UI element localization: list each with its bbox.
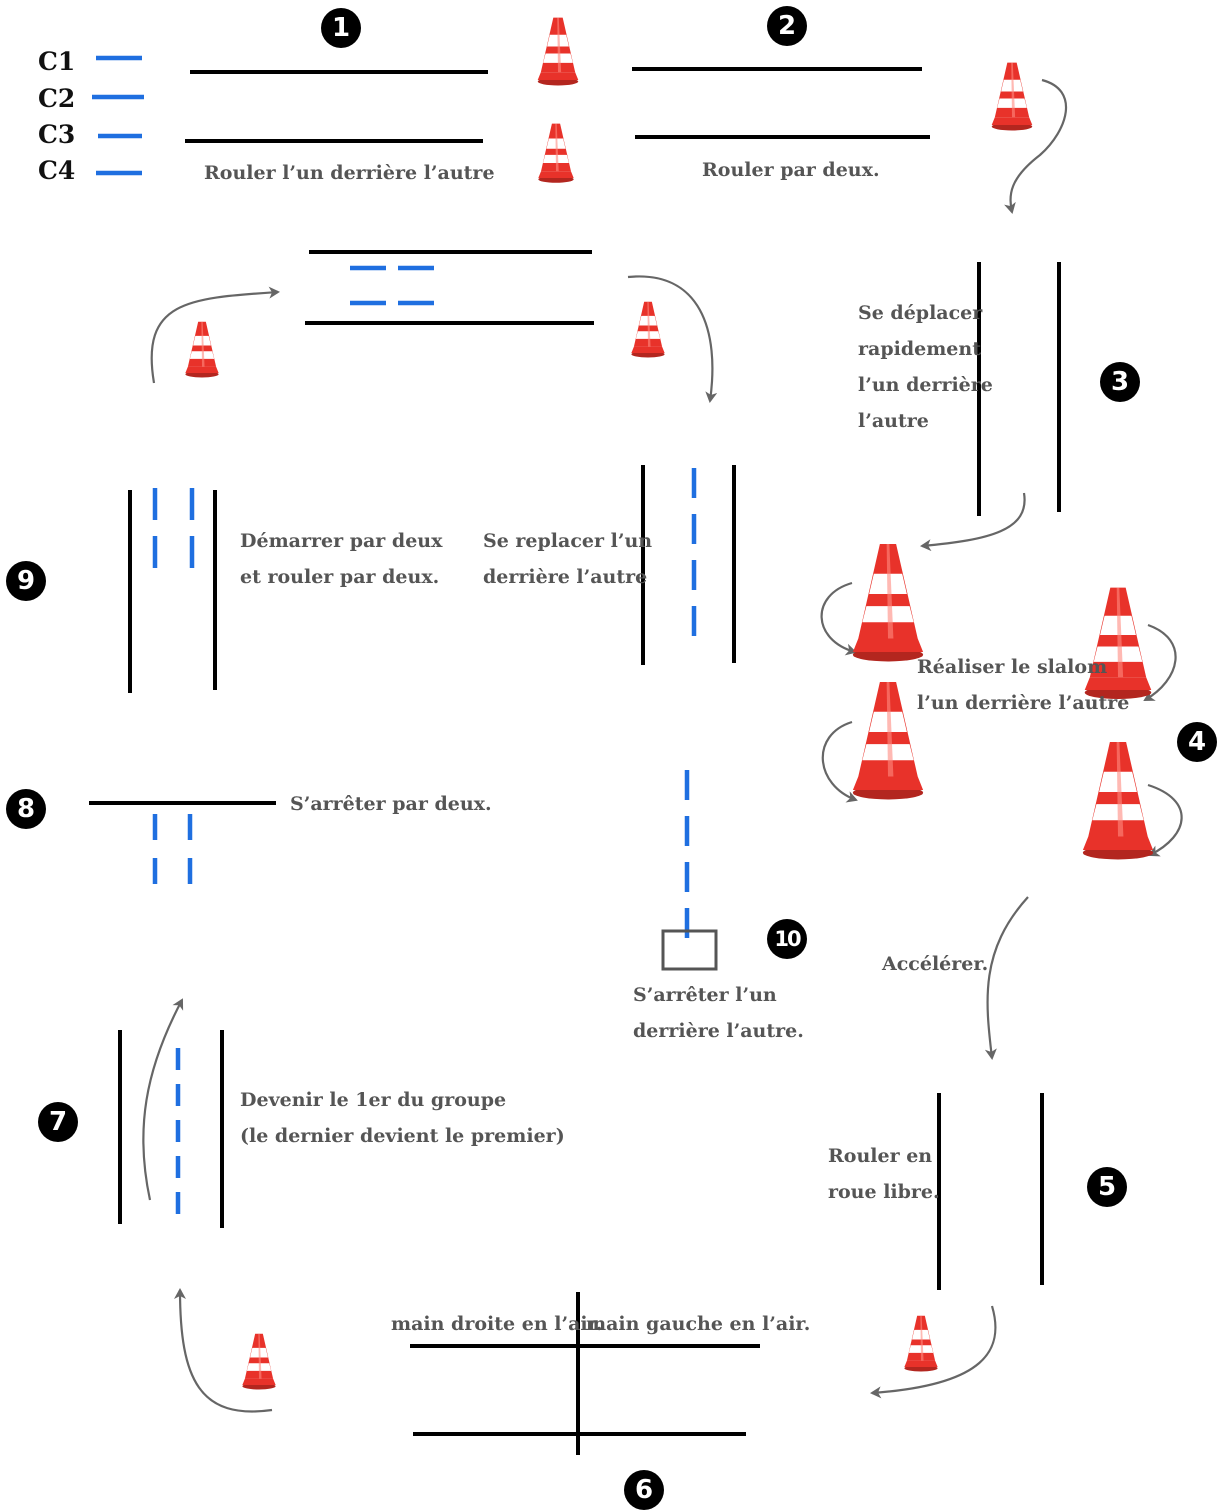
step-7-text-line-2: (le dernier devient le premier) — [240, 1125, 565, 1147]
legend-label-c1: C1 — [38, 47, 76, 76]
step-9-text-line-3: Se replacer l’un — [483, 530, 653, 552]
step-9-lanes — [128, 250, 736, 693]
legend-marks — [92, 55, 144, 176]
step-6-text-left-hand: main gauche en l’air. — [586, 1313, 811, 1335]
step-4-text-line-1: Réaliser le slalom — [917, 656, 1108, 678]
step-3-text-line-2: rapidement — [858, 338, 981, 360]
step-5-badge: 5 — [1087, 1167, 1127, 1207]
step-2-lane — [632, 67, 930, 139]
step-9-badge: 9 — [6, 561, 46, 601]
legend-label-c4: C4 — [38, 156, 76, 185]
legend-label-c3: C3 — [38, 120, 76, 149]
step-3-badge: 3 — [1100, 362, 1140, 402]
step-3-text-line-4: l’autre — [858, 410, 929, 432]
step-3-lane — [977, 262, 1061, 516]
step-9-text-line-2: et rouler par deux. — [240, 566, 440, 588]
step-3-text-line-3: l’un derrière — [858, 374, 993, 396]
step-10-badge: 10 — [767, 919, 807, 959]
legend-label-c2: C2 — [38, 84, 76, 113]
step-10-stop — [661, 770, 718, 971]
step-6-lane — [410, 1292, 760, 1455]
step-3-text-line-1: Se déplacer — [858, 302, 983, 324]
step-4-badge: 4 — [1177, 722, 1217, 762]
step-7-text-line-1: Devenir le 1er du groupe — [240, 1089, 507, 1111]
step-9-text-line-4: derrière l’autre — [483, 566, 648, 588]
step-2-badge: 2 — [767, 6, 807, 46]
step-5-text-line-2: roue libre. — [828, 1181, 940, 1203]
step-9-text-line-1: Démarrer par deux — [240, 530, 443, 552]
step-6-text-right-hand: main droite en l’air. — [391, 1313, 603, 1335]
step-5-text-line-1: Rouler en — [828, 1145, 933, 1167]
step-8-text: S’arrêter par deux. — [290, 793, 492, 815]
step-7-badge: 7 — [38, 1102, 78, 1142]
step-1-badge: 1 — [321, 8, 361, 48]
step-10-text-line-2: derrière l’autre. — [633, 1020, 804, 1042]
curved-arrow-icon — [142, 78, 1183, 1413]
step-1-lane — [185, 70, 488, 143]
step-8-lane — [89, 801, 276, 895]
step-8-badge: 8 — [6, 789, 46, 829]
step-5-lane — [937, 1093, 1044, 1290]
step-1-text: Rouler l’un derrière l’autre — [204, 162, 495, 184]
step-2-text: Rouler par deux. — [702, 159, 880, 181]
step-6-badge: 6 — [624, 1470, 664, 1510]
step-5-text-accelerate: Accélérer. — [882, 953, 989, 975]
step-10-text-line-1: S’arrêter l’un — [633, 984, 777, 1006]
step-4-text-line-2: l’un derrière l’autre — [917, 692, 1130, 714]
step-7-lane — [118, 1030, 224, 1228]
